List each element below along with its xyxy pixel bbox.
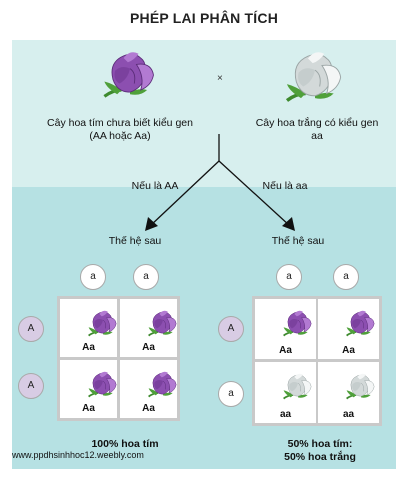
punnett-cell: Aa xyxy=(120,299,177,357)
punnett-cell: Aa xyxy=(120,360,177,418)
right-arrow-line xyxy=(218,160,291,227)
gamete-circle: A xyxy=(18,373,44,399)
genotype-label: Aa xyxy=(82,403,95,414)
branch-right-label: Nếu là aa xyxy=(262,180,308,192)
diagram-title: PHÉP LAI PHÂN TÍCH xyxy=(129,10,279,26)
purple-flower-icon xyxy=(98,46,162,107)
gamete-circle: a xyxy=(218,381,244,407)
punnett-cell: Aa xyxy=(255,299,316,359)
gamete-circle: A xyxy=(218,316,244,342)
genotype-label: aa xyxy=(342,409,355,420)
gamete-circle: A xyxy=(18,316,44,342)
gamete-circle: a xyxy=(333,264,359,290)
white-flower-icon xyxy=(280,46,350,111)
punnett-square-left: Aa Aa Aa Aa xyxy=(57,296,180,421)
offspring-heading-left: Thế hệ sau xyxy=(108,235,162,247)
branch-left-label: Nếu là AA xyxy=(131,180,179,192)
parent-right-label: Cây hoa trắng có kiểu gen aa xyxy=(255,117,379,142)
parents-panel xyxy=(12,40,396,187)
punnett-cell: Aa xyxy=(60,360,117,418)
punnett-cell: aa xyxy=(255,362,316,423)
genotype-label: Aa xyxy=(342,345,355,356)
cross-symbol: × xyxy=(217,73,223,84)
punnett-cell: Aa xyxy=(318,299,379,359)
offspring-heading-right: Thế hệ sau xyxy=(271,235,325,247)
left-arrowhead xyxy=(145,217,158,231)
parent-left-label: Cây hoa tím chưa biết kiểu gen (AA hoặc … xyxy=(47,117,193,142)
gamete-circle: a xyxy=(276,264,302,290)
genotype-label: Aa xyxy=(279,345,292,356)
website-credit: www.ppdhsinhhoc12.weebly.com xyxy=(12,450,144,460)
genotype-label: aa xyxy=(279,409,292,420)
genotype-label: Aa xyxy=(142,342,155,353)
right-arrowhead xyxy=(282,217,295,231)
punnett-square-right: Aa Aa aa aa xyxy=(252,296,382,426)
result-left: 100% hoa tím xyxy=(91,438,159,450)
genotype-label: Aa xyxy=(142,403,155,414)
result-right: 50% hoa tím: 50% hoa trắng xyxy=(284,438,356,463)
punnett-cell: Aa xyxy=(60,299,117,357)
gamete-circle: a xyxy=(80,264,106,290)
gamete-circle: a xyxy=(133,264,159,290)
punnett-cell: aa xyxy=(318,362,379,423)
genotype-label: Aa xyxy=(82,342,95,353)
left-arrow-line xyxy=(149,160,220,227)
